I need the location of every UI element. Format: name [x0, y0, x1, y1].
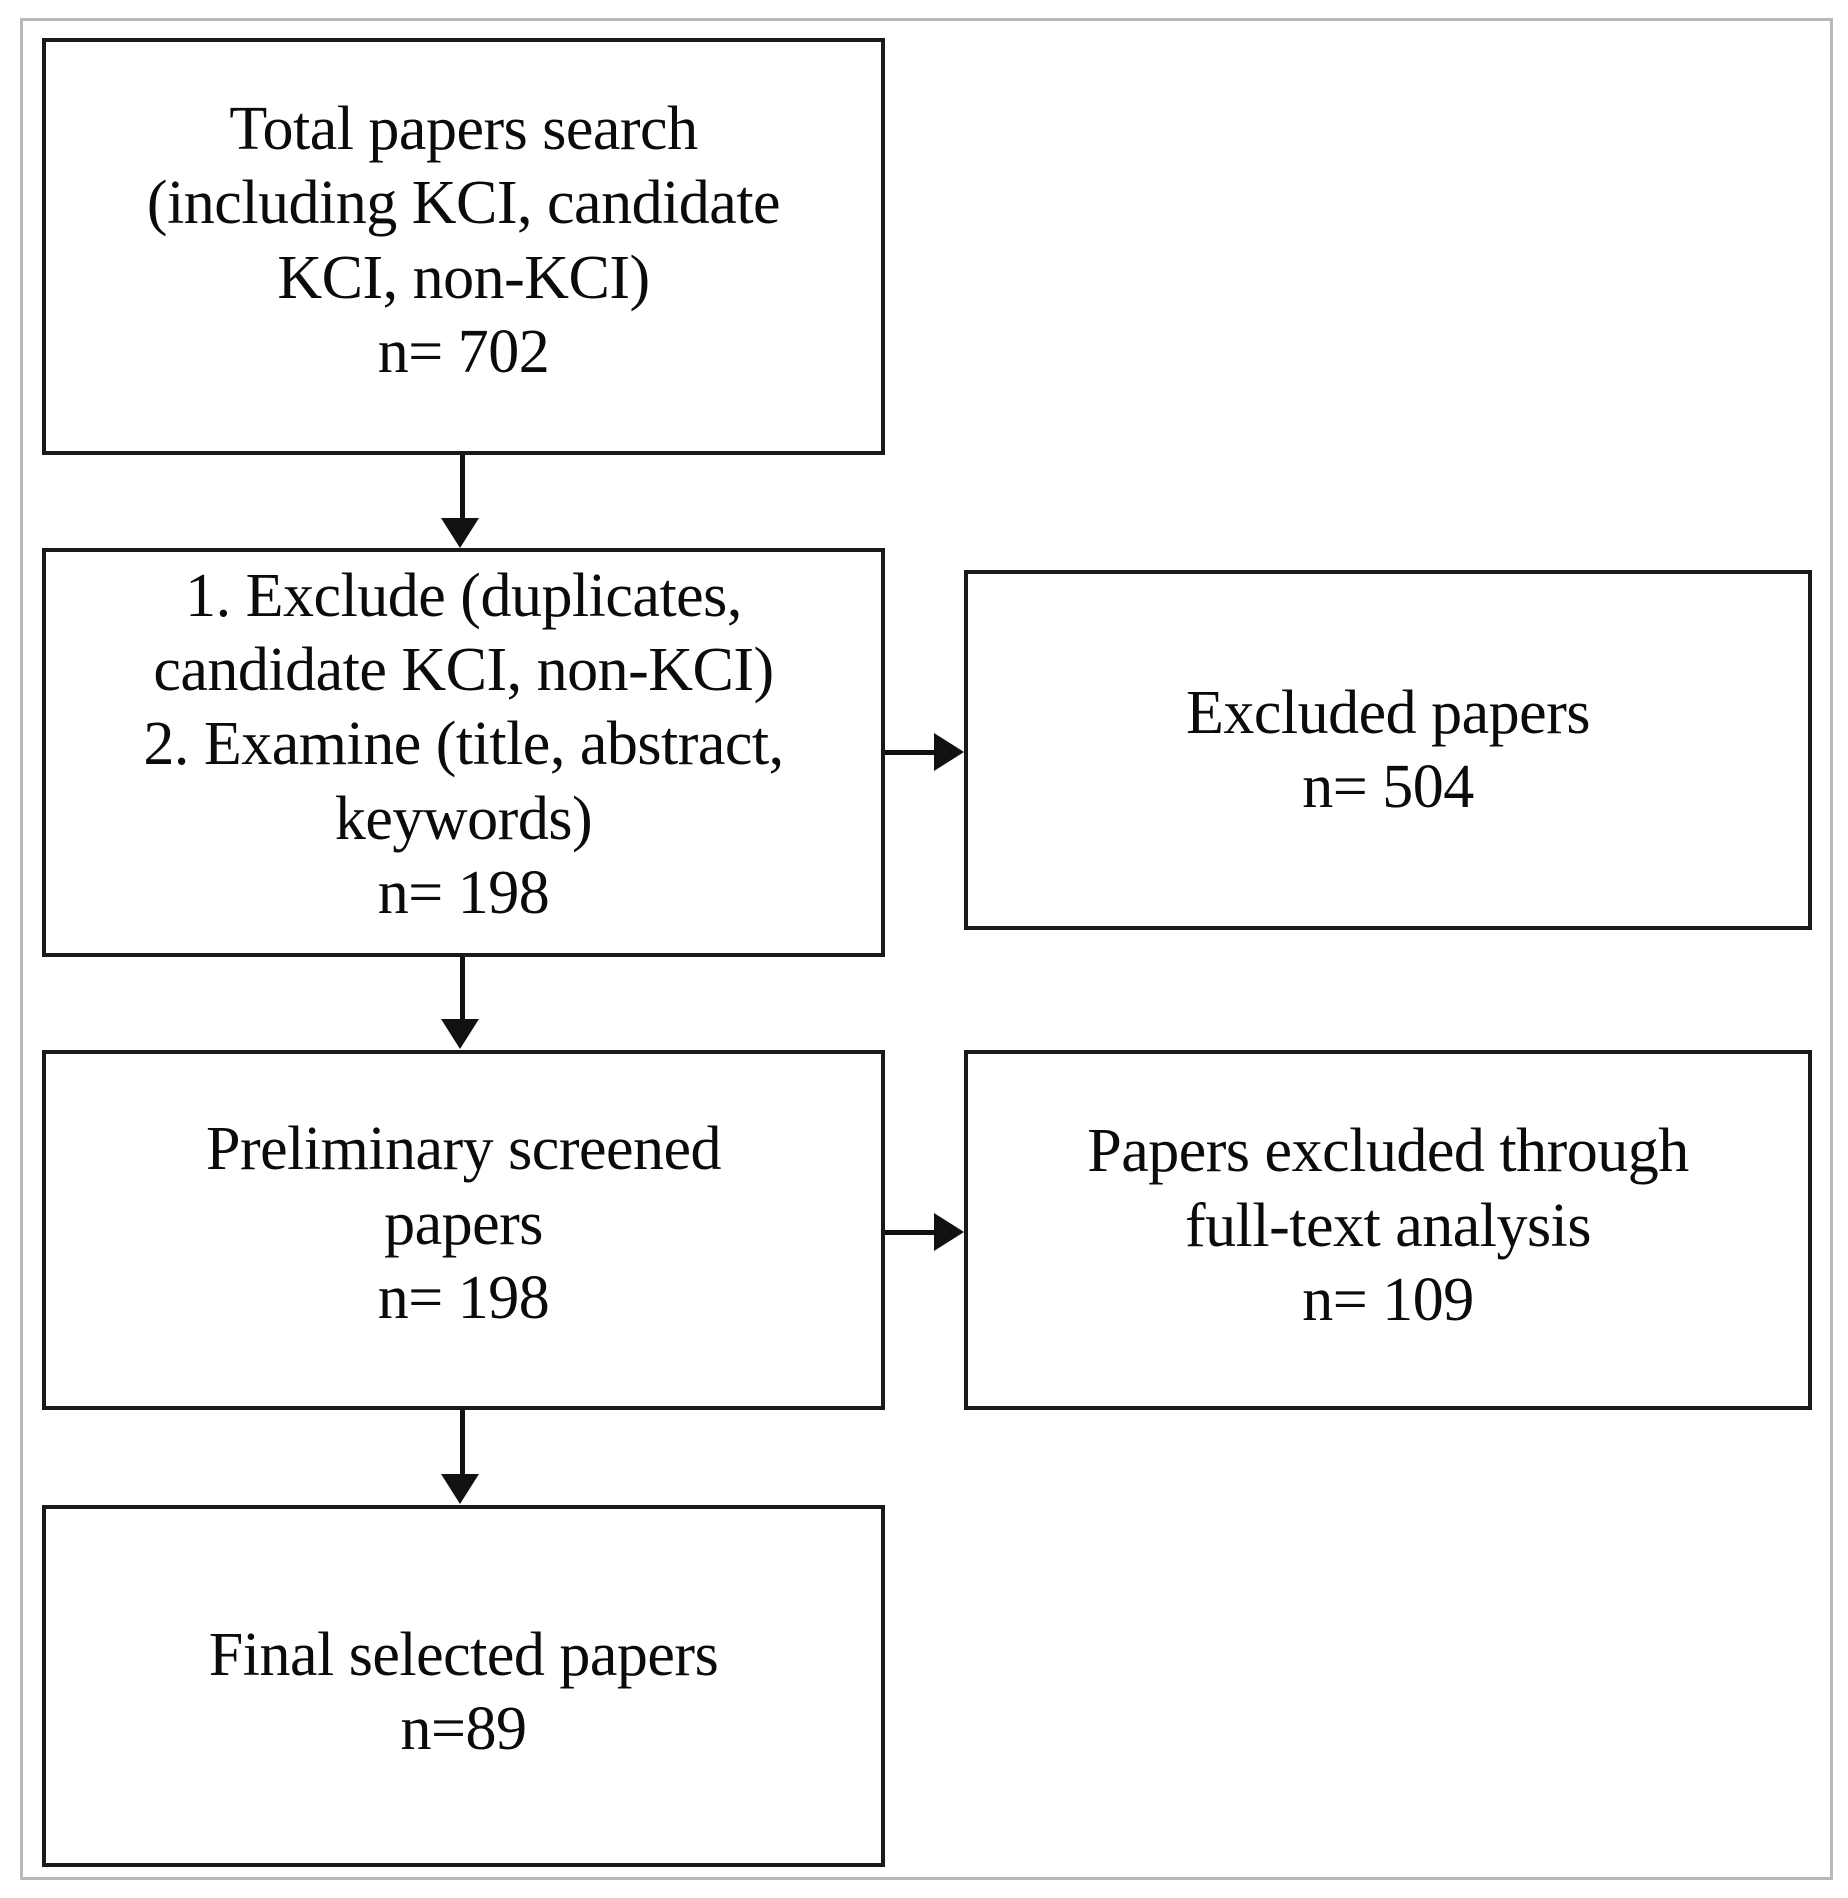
connector-total-to-exclude-line: [460, 455, 465, 523]
node-text-exclude-examine-step: 1. Exclude (duplicates, candidate KCI, n…: [143, 561, 784, 928]
connector-preliminary-to-final-arrowhead-icon: [441, 1474, 479, 1504]
flowchart-node-exclude-examine-step[interactable]: 1. Exclude (duplicates, candidate KCI, n…: [42, 548, 885, 957]
connector-total-to-exclude-arrowhead-icon: [441, 518, 479, 548]
flowchart-node-total-papers-search[interactable]: Total papers search (including KCI, cand…: [42, 38, 885, 455]
connector-preliminary-to-fulltext-arrowhead-icon: [934, 1213, 964, 1251]
connector-exclude-to-preliminary-line: [460, 957, 465, 1022]
node-text-final-selected-papers: Final selected papers n=89: [208, 1620, 719, 1763]
node-text-papers-excluded-full-text: Papers excluded through full-text analys…: [1087, 1117, 1689, 1335]
flowchart-node-excluded-papers[interactable]: Excluded papers n= 504: [964, 570, 1812, 930]
node-text-preliminary-screened-papers: Preliminary screened papers n= 198: [205, 1115, 722, 1333]
connector-exclude-to-preliminary-arrowhead-icon: [441, 1019, 479, 1049]
node-text-excluded-papers: Excluded papers n= 504: [1186, 678, 1590, 821]
connector-exclude-to-excluded-line: [885, 750, 937, 755]
connector-preliminary-to-final-line: [460, 1410, 465, 1477]
flowchart-node-preliminary-screened-papers[interactable]: Preliminary screened papers n= 198: [42, 1050, 885, 1410]
connector-preliminary-to-fulltext-line: [885, 1230, 937, 1235]
flowchart-node-final-selected-papers[interactable]: Final selected papers n=89: [42, 1505, 885, 1867]
flowchart-node-papers-excluded-full-text[interactable]: Papers excluded through full-text analys…: [964, 1050, 1812, 1410]
node-text-total-papers-search: Total papers search (including KCI, cand…: [146, 94, 781, 386]
connector-exclude-to-excluded-arrowhead-icon: [934, 733, 964, 771]
